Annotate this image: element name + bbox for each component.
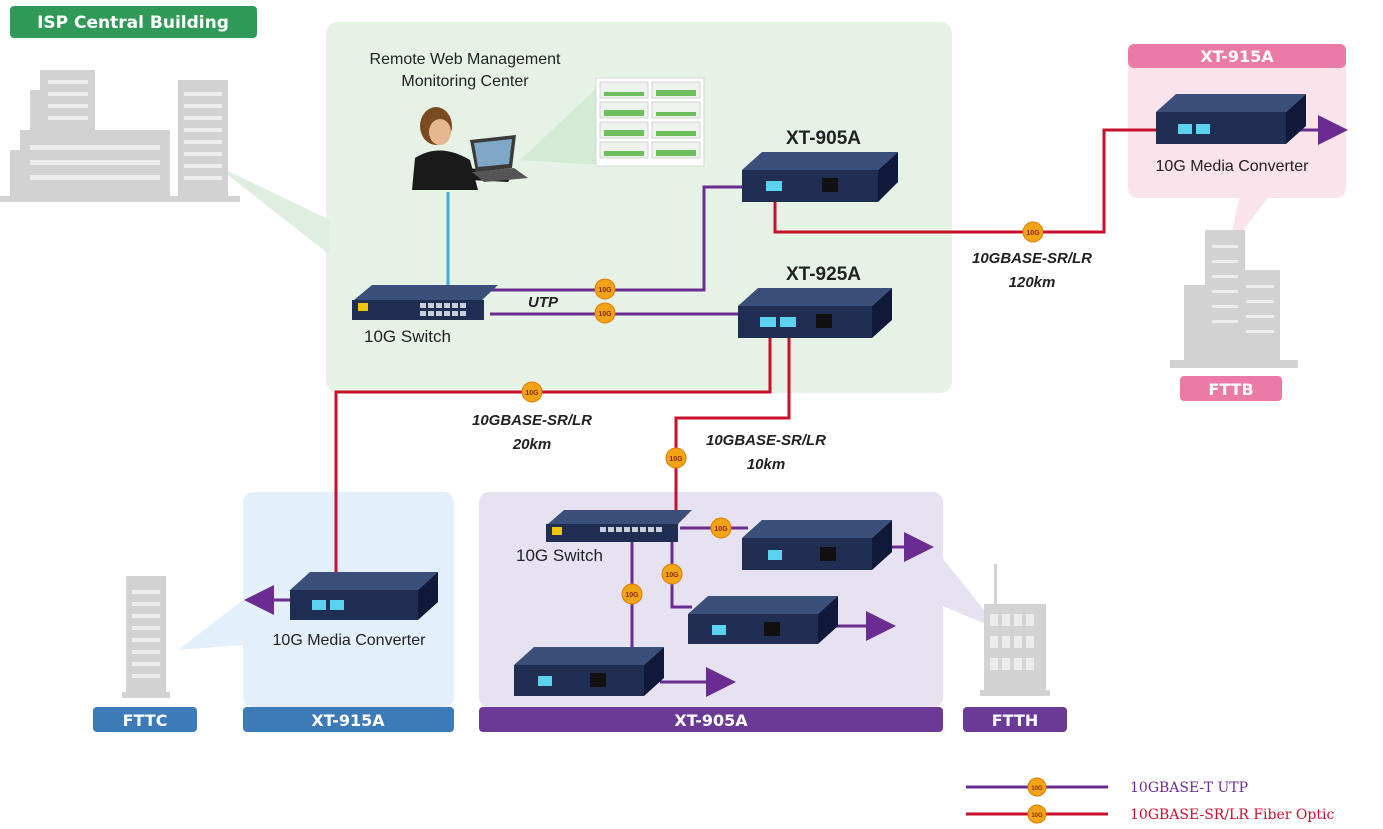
svg-text:10G: 10G <box>525 390 539 397</box>
fttc-device-tag-text: XT-915A <box>311 711 385 730</box>
fttc-building-icon <box>122 576 170 698</box>
legend-utp-text: 10GBASE-T UTP <box>1130 780 1248 796</box>
badge-utp-xt925a: 10G <box>594 302 616 324</box>
badge-fiber-fttc: 10G <box>521 381 543 403</box>
ftth-link-label-line2: 10km <box>747 456 785 473</box>
svg-text:10G: 10G <box>1026 230 1040 237</box>
fttb-tag-text: FTTB <box>1208 380 1253 399</box>
fttb-link-label-line2: 120km <box>1009 274 1056 291</box>
fiber-link-fttc <box>334 330 772 603</box>
svg-text:10G: 10G <box>598 287 612 294</box>
utp-label: UTP <box>528 294 559 311</box>
svg-text:10G: 10G <box>669 456 683 463</box>
svg-text:10G: 10G <box>1031 813 1043 819</box>
ftth-building-icon <box>980 564 1050 696</box>
fttc-device-tag <box>243 707 454 732</box>
svg-text:10G: 10G <box>1031 786 1043 792</box>
svg-text:10G: 10G <box>598 311 612 318</box>
fttb-link-label-line1: 10GBASE-SR/LR <box>972 250 1092 267</box>
ftth-converter-3-icon <box>514 647 664 696</box>
fttc-link-label-line1: 10GBASE-SR/LR <box>472 412 592 429</box>
ftth-device-tag <box>479 707 943 732</box>
ftth-switch-label: 10G Switch <box>516 546 603 565</box>
xt915a-fttb-tag-text: XT-915A <box>1200 47 1274 66</box>
svg-text:10G: 10G <box>625 592 639 599</box>
ftth-utp-2 <box>670 540 692 609</box>
badge-fiber-ftth: 10G <box>665 447 687 469</box>
fttb-building-icon <box>1170 230 1298 368</box>
badge-ftth-utp-3: 10G <box>621 583 643 605</box>
ftth-device-tag-text: XT-905A <box>674 711 748 730</box>
svg-text:10G: 10G <box>714 526 728 533</box>
monitor-title-line1: Remote Web Management <box>370 51 561 68</box>
isp-building-icon <box>0 70 240 202</box>
fttc-media-converter-label: 10G Media Converter <box>273 632 427 649</box>
isp-badge <box>10 6 257 38</box>
xt905a-top-device-icon <box>742 152 898 202</box>
ftth-tag <box>963 707 1067 732</box>
ftth-link-label-line1: 10GBASE-SR/LR <box>706 432 826 449</box>
fttc-tag-text: FTTC <box>123 711 168 730</box>
xt915a-fttb-tag <box>1128 44 1346 68</box>
fttc-media-converter-icon <box>290 572 438 620</box>
main-switch-icon <box>352 285 498 320</box>
fttc-tag <box>93 707 197 732</box>
monitor-title-line2: Monitoring Center <box>401 73 529 90</box>
isp-badge-text: ISP Central Building <box>37 13 229 33</box>
fttc-callout <box>178 600 243 650</box>
main-switch-label: 10G Switch <box>364 327 451 346</box>
ftth-switch-icon <box>546 510 692 542</box>
fiber-link-ftth <box>674 330 791 523</box>
monitoring-screens-icon <box>595 77 705 167</box>
fttb-media-converter-label: 10G Media Converter <box>1156 158 1310 175</box>
fttc-link-label-line2: 20km <box>512 436 551 453</box>
badge-utp-xt905a: 10G <box>594 278 616 300</box>
badge-fiber-fttb: 10G <box>1022 221 1044 243</box>
ftth-tag-text: FTTH <box>992 711 1039 730</box>
fiber-link-fttb <box>773 128 1160 234</box>
ftth-converter-2-icon <box>688 596 838 644</box>
xt925a-device-icon <box>738 288 892 338</box>
screen-callout <box>520 85 600 165</box>
xt905a-top-title: XT-905A <box>786 128 861 149</box>
operator-with-laptop-icon <box>412 107 528 190</box>
fttb-tag <box>1180 376 1282 401</box>
svg-text:10G: 10G <box>665 572 679 579</box>
legend: 10G 10GBASE-T UTP 10G 10GBASE-SR/LR Fibe… <box>966 777 1334 824</box>
legend-fiber-text: 10GBASE-SR/LR Fiber Optic <box>1130 807 1334 823</box>
xt915a-fttb-device-icon <box>1156 94 1306 144</box>
isp-callout <box>215 165 330 255</box>
badge-ftth-utp-2: 10G <box>661 563 683 585</box>
ftth-converter-1-icon <box>742 520 892 570</box>
xt925a-title: XT-925A <box>786 264 861 285</box>
badge-ftth-utp-1: 10G <box>710 517 732 539</box>
